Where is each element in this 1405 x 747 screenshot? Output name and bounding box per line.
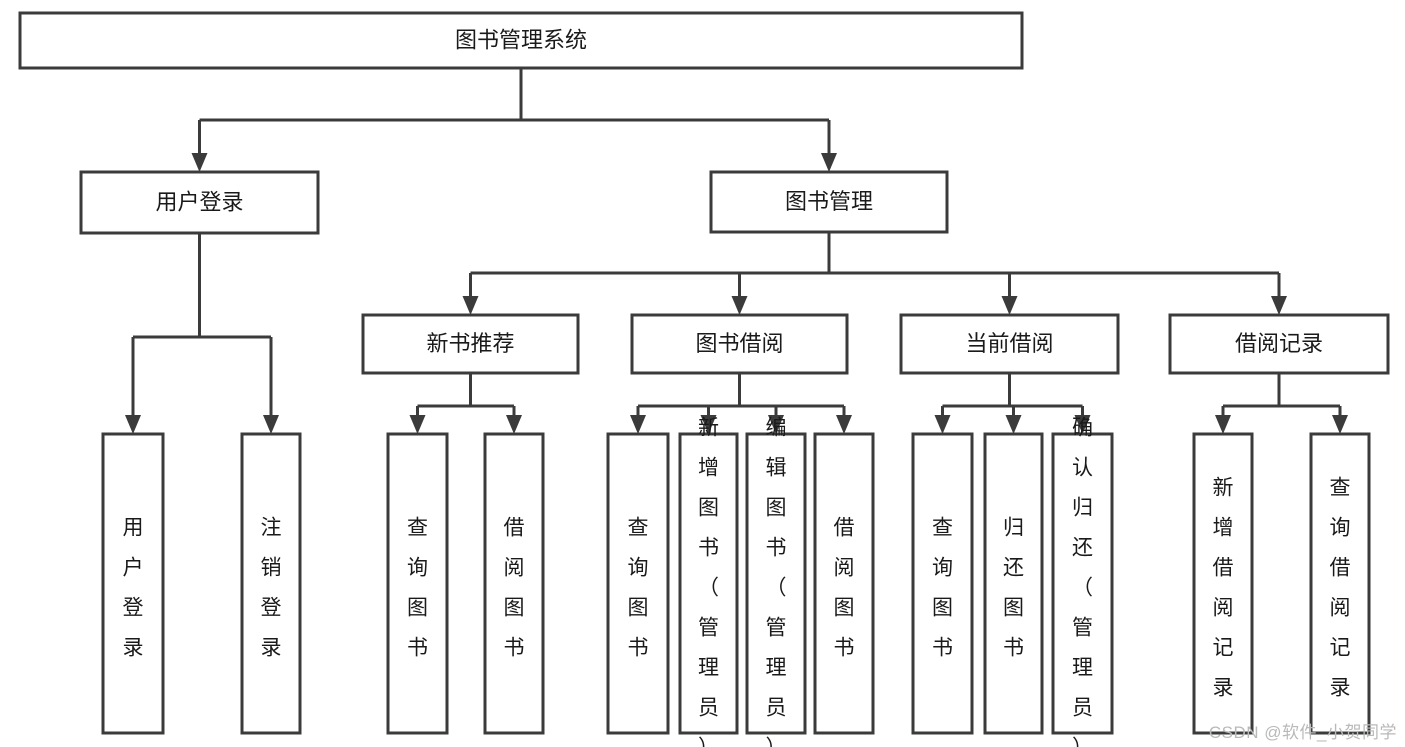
node-label: 确认归还（管理员） — [1072, 417, 1093, 747]
node-label: 图书管理系统 — [455, 27, 587, 52]
node-box[interactable] — [361, 313, 580, 375]
arrow-head-icon — [934, 415, 951, 434]
node-box[interactable] — [899, 313, 1120, 375]
node-label: 新书推荐 — [426, 331, 514, 356]
node-box[interactable] — [911, 432, 974, 735]
node-l-query-book-2[interactable]: 查询图书 — [606, 432, 670, 735]
arrow-head-icon — [1271, 296, 1287, 315]
node-box[interactable] — [240, 432, 302, 735]
node-l-logout[interactable]: 注销登录 — [240, 432, 302, 735]
node-label: 编辑图书（管理员） — [766, 417, 787, 747]
node-label: 图书管理 — [785, 189, 873, 214]
node-label: 借阅记录 — [1235, 331, 1323, 356]
node-l-add-book[interactable]: 新增图书（管理员） — [678, 417, 739, 747]
node-n-user-login[interactable]: 用户登录 — [79, 170, 320, 235]
node-l-borrow-book-2[interactable]: 借阅图书 — [813, 432, 875, 735]
node-label: 用户登录 — [155, 189, 243, 214]
node-box[interactable] — [483, 432, 545, 735]
arrow-head-icon — [768, 415, 784, 434]
node-root[interactable]: 图书管理系统 — [18, 11, 1024, 70]
node-label: 借阅图书 — [504, 517, 525, 660]
node-label: 查询图书 — [932, 517, 953, 660]
node-box[interactable] — [983, 432, 1044, 735]
arrow-head-icon — [1332, 415, 1348, 434]
arrow-head-icon — [1215, 415, 1231, 434]
node-layer: 图书管理系统用户登录图书管理新书推荐图书借阅当前借阅借阅记录用户登录注销登录查询… — [18, 11, 1390, 747]
node-n-current-borrow[interactable]: 当前借阅 — [899, 313, 1120, 375]
node-label: 注销登录 — [261, 517, 282, 660]
arrow-head-icon — [409, 415, 426, 434]
node-n-new-book-rec[interactable]: 新书推荐 — [361, 313, 580, 375]
node-n-book-borrow[interactable]: 图书借阅 — [630, 313, 849, 375]
node-box[interactable] — [709, 170, 949, 234]
node-label: 新增借阅记录 — [1213, 477, 1234, 700]
node-l-query-book-3[interactable]: 查询图书 — [911, 432, 974, 735]
node-label: 查询图书 — [407, 517, 428, 660]
node-box[interactable] — [101, 432, 165, 735]
node-box[interactable] — [1192, 432, 1254, 735]
node-box[interactable] — [386, 432, 449, 735]
node-l-return-book[interactable]: 归还图书 — [983, 432, 1044, 735]
node-box[interactable] — [606, 432, 670, 735]
node-label: 查询图书 — [628, 517, 649, 660]
node-box[interactable] — [79, 170, 320, 235]
arrow-head-icon — [731, 296, 748, 315]
node-box[interactable] — [1168, 313, 1390, 375]
node-box[interactable] — [745, 432, 807, 735]
arrow-head-icon — [191, 153, 208, 172]
arrow-head-icon — [1005, 415, 1022, 434]
node-box[interactable] — [813, 432, 875, 735]
node-l-query-record[interactable]: 查询借阅记录 — [1309, 432, 1371, 735]
node-l-confirm-return[interactable]: 确认归还（管理员） — [1051, 417, 1114, 747]
arrow-head-icon — [263, 415, 279, 434]
arrow-head-icon — [506, 415, 522, 434]
node-label: 用户登录 — [123, 517, 144, 660]
node-label: 当前借阅 — [965, 331, 1053, 356]
node-label: 新增图书（管理员） — [698, 417, 719, 747]
arrow-head-icon — [1074, 415, 1091, 434]
arrow-head-icon — [700, 415, 717, 434]
node-box[interactable] — [630, 313, 849, 375]
arrow-head-icon — [630, 415, 646, 434]
node-box[interactable] — [1309, 432, 1371, 735]
node-n-borrow-record[interactable]: 借阅记录 — [1168, 313, 1390, 375]
arrow-head-icon — [125, 415, 141, 434]
node-label: 归还图书 — [1003, 517, 1024, 660]
node-l-edit-book[interactable]: 编辑图书（管理员） — [745, 417, 807, 747]
connector-layer — [125, 68, 1348, 434]
arrow-head-icon — [836, 415, 852, 434]
node-l-add-record[interactable]: 新增借阅记录 — [1192, 432, 1254, 735]
arrow-head-icon — [1001, 296, 1018, 315]
node-label: 查询借阅记录 — [1330, 477, 1351, 700]
node-box[interactable] — [1051, 432, 1114, 735]
node-n-book-mgmt[interactable]: 图书管理 — [709, 170, 949, 234]
node-l-query-book-1[interactable]: 查询图书 — [386, 432, 449, 735]
node-box[interactable] — [678, 432, 739, 735]
node-label: 图书借阅 — [695, 331, 783, 356]
node-l-user-login[interactable]: 用户登录 — [101, 432, 165, 735]
node-l-borrow-book-1[interactable]: 借阅图书 — [483, 432, 545, 735]
arrow-head-icon — [821, 153, 837, 172]
node-box[interactable] — [18, 11, 1024, 70]
node-label: 借阅图书 — [834, 517, 855, 660]
arrow-head-icon — [462, 296, 479, 315]
